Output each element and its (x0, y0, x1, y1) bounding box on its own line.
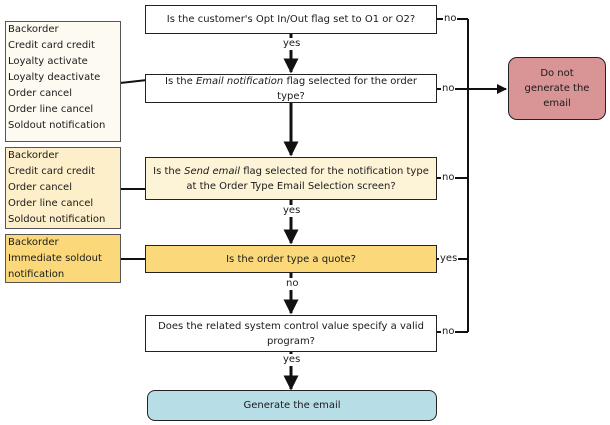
decision-opt-in: Is the customer's Opt In/Out flag set to… (145, 5, 437, 34)
note-item: Order line cancel (8, 104, 94, 115)
decision-send-email: Is the Send email flag selected for the … (145, 157, 437, 200)
decision-email-notification: Is the Email notification flag selected … (145, 74, 437, 103)
note-item: Soldout notification (8, 214, 106, 225)
edge-label-no: no (443, 13, 458, 25)
note-item: Order line cancel (8, 198, 94, 209)
note-item: Backorder (8, 150, 59, 161)
note-item: Backorder (8, 237, 59, 248)
note-item: Backorder (8, 24, 59, 35)
note-item: Order cancel (8, 182, 72, 193)
note-item: Loyalty activate (8, 56, 88, 67)
note-item: Immediate soldout (8, 253, 102, 264)
note-list-2: Backorder Credit card credit Order cance… (5, 147, 121, 229)
note-item: notification (8, 269, 65, 280)
decision-opt-in-text: Is the customer's Opt In/Out flag set to… (166, 14, 416, 25)
edge-label-yes: yes (282, 205, 302, 217)
decision-system-control: Does the related system control value sp… (145, 315, 437, 352)
outcome-no-generate-text: Do not generate the email (524, 68, 590, 109)
outcome-generate-text: Generate the email (243, 400, 341, 411)
edge-label-no: no (441, 326, 456, 338)
outcome-generate: Generate the email (147, 390, 437, 421)
edge-label-no: no (285, 278, 300, 290)
edge-label-no: no (441, 83, 456, 95)
decision-email-notification-text: Is the Email notification flag selected … (165, 75, 417, 102)
edge-label-yes: yes (439, 253, 459, 265)
note-item: Credit card credit (8, 40, 95, 51)
decision-system-control-text: Does the related system control value sp… (158, 320, 424, 347)
note-list-3: Backorder Immediate soldout notification (5, 234, 121, 283)
note-item: Loyalty deactivate (8, 72, 101, 83)
decision-quote: Is the order type a quote? (145, 245, 437, 273)
note-item: Credit card credit (8, 166, 95, 177)
decision-send-email-text: Is the Send email flag selected for the … (153, 165, 429, 192)
note-list-1: Backorder Credit card credit Loyalty act… (5, 21, 121, 142)
edge-label-no: no (441, 172, 456, 184)
note-item: Order cancel (8, 88, 72, 99)
note-item: Soldout notification (8, 120, 106, 131)
outcome-no-generate: Do not generate the email (508, 57, 606, 120)
edge-label-yes: yes (282, 38, 302, 50)
decision-quote-text: Is the order type a quote? (226, 253, 356, 265)
edge-label-yes: yes (282, 354, 302, 366)
